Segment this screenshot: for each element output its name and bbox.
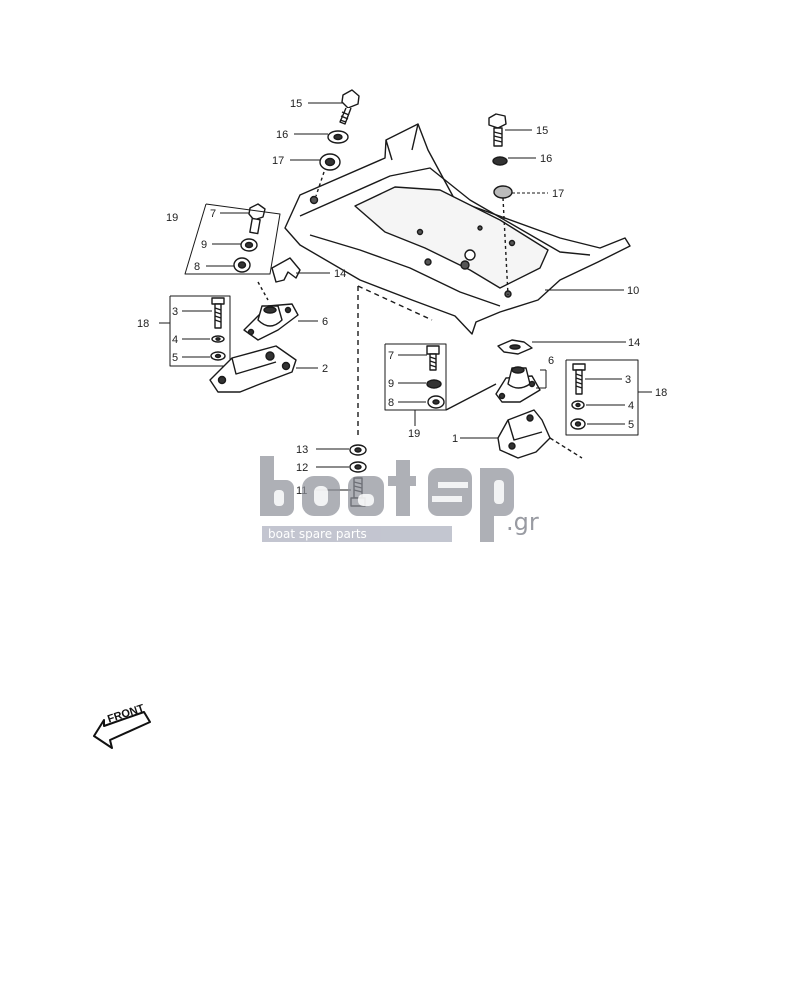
engine-bed-frame xyxy=(284,123,631,335)
label-6-right: 6 xyxy=(548,355,554,367)
label-6-left: 6 xyxy=(322,316,328,328)
label-3-left: 3 xyxy=(172,306,178,318)
washer-13 xyxy=(349,444,367,456)
label-19-center: 19 xyxy=(408,428,420,440)
label-9-left: 9 xyxy=(201,239,207,251)
label-16-right: 16 xyxy=(540,153,552,165)
label-15-right: 15 xyxy=(536,125,548,137)
washer-16-left xyxy=(327,130,349,144)
label-4-right: 4 xyxy=(628,400,634,412)
label-16-left: 16 xyxy=(276,129,288,141)
label-15-left: 15 xyxy=(290,98,302,110)
part-labels: 15 16 17 15 16 17 19 7 9 8 14 10 18 3 4 … xyxy=(137,98,667,497)
bolt-3-left xyxy=(211,297,225,329)
label-5-right: 5 xyxy=(628,419,634,431)
washer-16-right xyxy=(492,156,508,166)
watermark-tagline: boat spare parts xyxy=(262,526,452,542)
nut-8-center xyxy=(427,395,445,409)
label-13: 13 xyxy=(296,444,308,456)
label-12: 12 xyxy=(296,462,308,474)
washer-9-left xyxy=(240,238,258,252)
watermark-domain: .gr xyxy=(506,508,539,536)
label-18-left: 18 xyxy=(137,318,149,330)
washer-12 xyxy=(349,461,367,473)
nut-17-right xyxy=(493,185,513,199)
label-8-left: 8 xyxy=(194,261,200,273)
washer-4-left xyxy=(211,335,225,343)
washer-4-right xyxy=(571,400,585,410)
label-1: 1 xyxy=(452,433,458,445)
label-7-left: 7 xyxy=(210,208,216,220)
label-10: 10 xyxy=(627,285,639,297)
washer-9-center xyxy=(426,379,442,389)
bolt-7-left xyxy=(248,203,266,235)
label-14-center: 14 xyxy=(628,337,640,349)
washer-5-left xyxy=(210,351,226,361)
label-2: 2 xyxy=(322,363,328,375)
bracket-2-left xyxy=(209,345,297,393)
label-18-right: 18 xyxy=(655,387,667,399)
label-7-center: 7 xyxy=(388,350,394,362)
bolt-11 xyxy=(350,477,366,507)
label-11: 11 xyxy=(296,485,307,497)
front-arrow-icon xyxy=(93,711,151,749)
label-17-left: 17 xyxy=(272,155,284,167)
bolt-3-right xyxy=(572,363,586,395)
label-14-left: 14 xyxy=(334,268,346,280)
label-17-right: 17 xyxy=(552,188,564,200)
label-5-left: 5 xyxy=(172,352,178,364)
bracket-1-right xyxy=(497,409,551,459)
nut-17-left xyxy=(319,153,341,171)
label-4-left: 4 xyxy=(172,334,178,346)
mount-6-left xyxy=(243,303,299,341)
bolt-7-center xyxy=(426,345,440,371)
label-19-left: 19 xyxy=(166,212,178,224)
label-9-center: 9 xyxy=(388,378,394,390)
mount-6-right xyxy=(495,366,541,403)
label-3-right: 3 xyxy=(625,374,631,386)
leader-lines xyxy=(159,102,652,491)
clip-14-center xyxy=(497,339,533,355)
nut-8-left xyxy=(233,257,251,273)
washer-5-right xyxy=(570,418,586,430)
bolt-15-left xyxy=(339,89,360,125)
clip-14-left xyxy=(271,257,301,283)
bolt-15-right xyxy=(488,113,507,147)
label-8-center: 8 xyxy=(388,397,394,409)
